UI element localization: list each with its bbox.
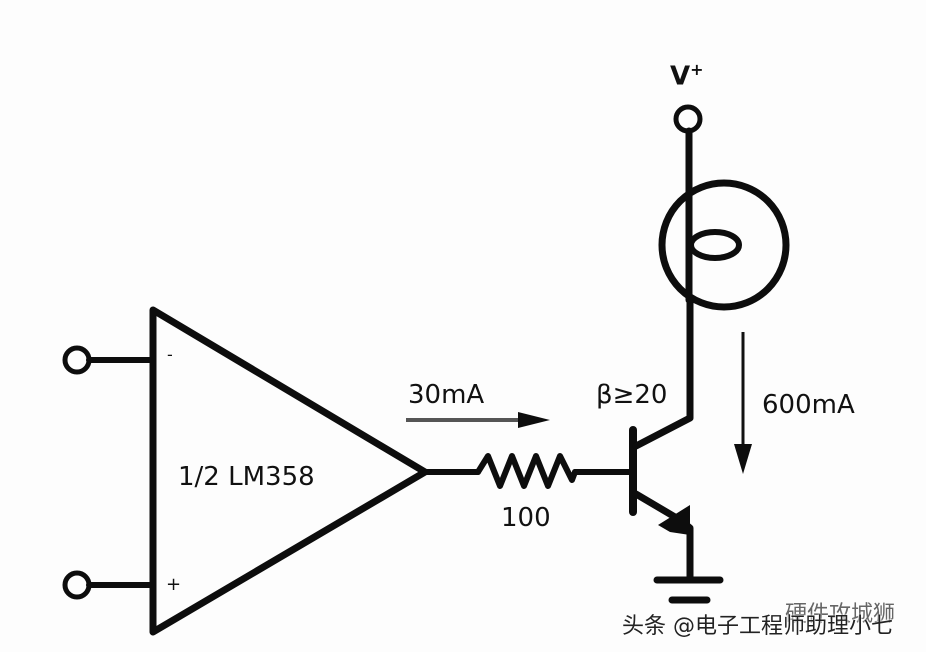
noninverting-sign: + bbox=[166, 574, 182, 595]
supply-label-superscript: + bbox=[690, 60, 704, 79]
transistor-emitter bbox=[632, 490, 694, 582]
collector-current-label: 600mA bbox=[762, 390, 855, 420]
beta-label: β≥20 bbox=[596, 380, 668, 410]
inverting-sign: - bbox=[167, 345, 173, 364]
resistor-label: 100 bbox=[501, 503, 551, 533]
watermark-overlay: 硬件攻城狮 bbox=[785, 602, 896, 627]
collector-current-arrowhead-icon bbox=[734, 444, 752, 474]
noninverting-input-terminal bbox=[62, 570, 92, 600]
opamp-label: 1/2 LM358 bbox=[178, 462, 315, 492]
resistor bbox=[475, 453, 578, 489]
supply-terminal bbox=[673, 104, 703, 134]
watermark: 头条 @电子工程师助理小七 bbox=[622, 614, 893, 639]
lamp-filament bbox=[688, 229, 742, 261]
transistor-collector bbox=[632, 296, 694, 450]
base-current-label: 30mA bbox=[408, 380, 485, 410]
emitter-arrow-icon bbox=[658, 505, 690, 535]
supply-label: V+ bbox=[670, 60, 704, 92]
inverting-input-terminal bbox=[62, 345, 92, 375]
opamp-triangle bbox=[149, 306, 429, 636]
supply-label-text: V bbox=[670, 61, 691, 92]
lamp bbox=[658, 179, 790, 311]
base-current-arrowhead-icon bbox=[518, 412, 550, 428]
